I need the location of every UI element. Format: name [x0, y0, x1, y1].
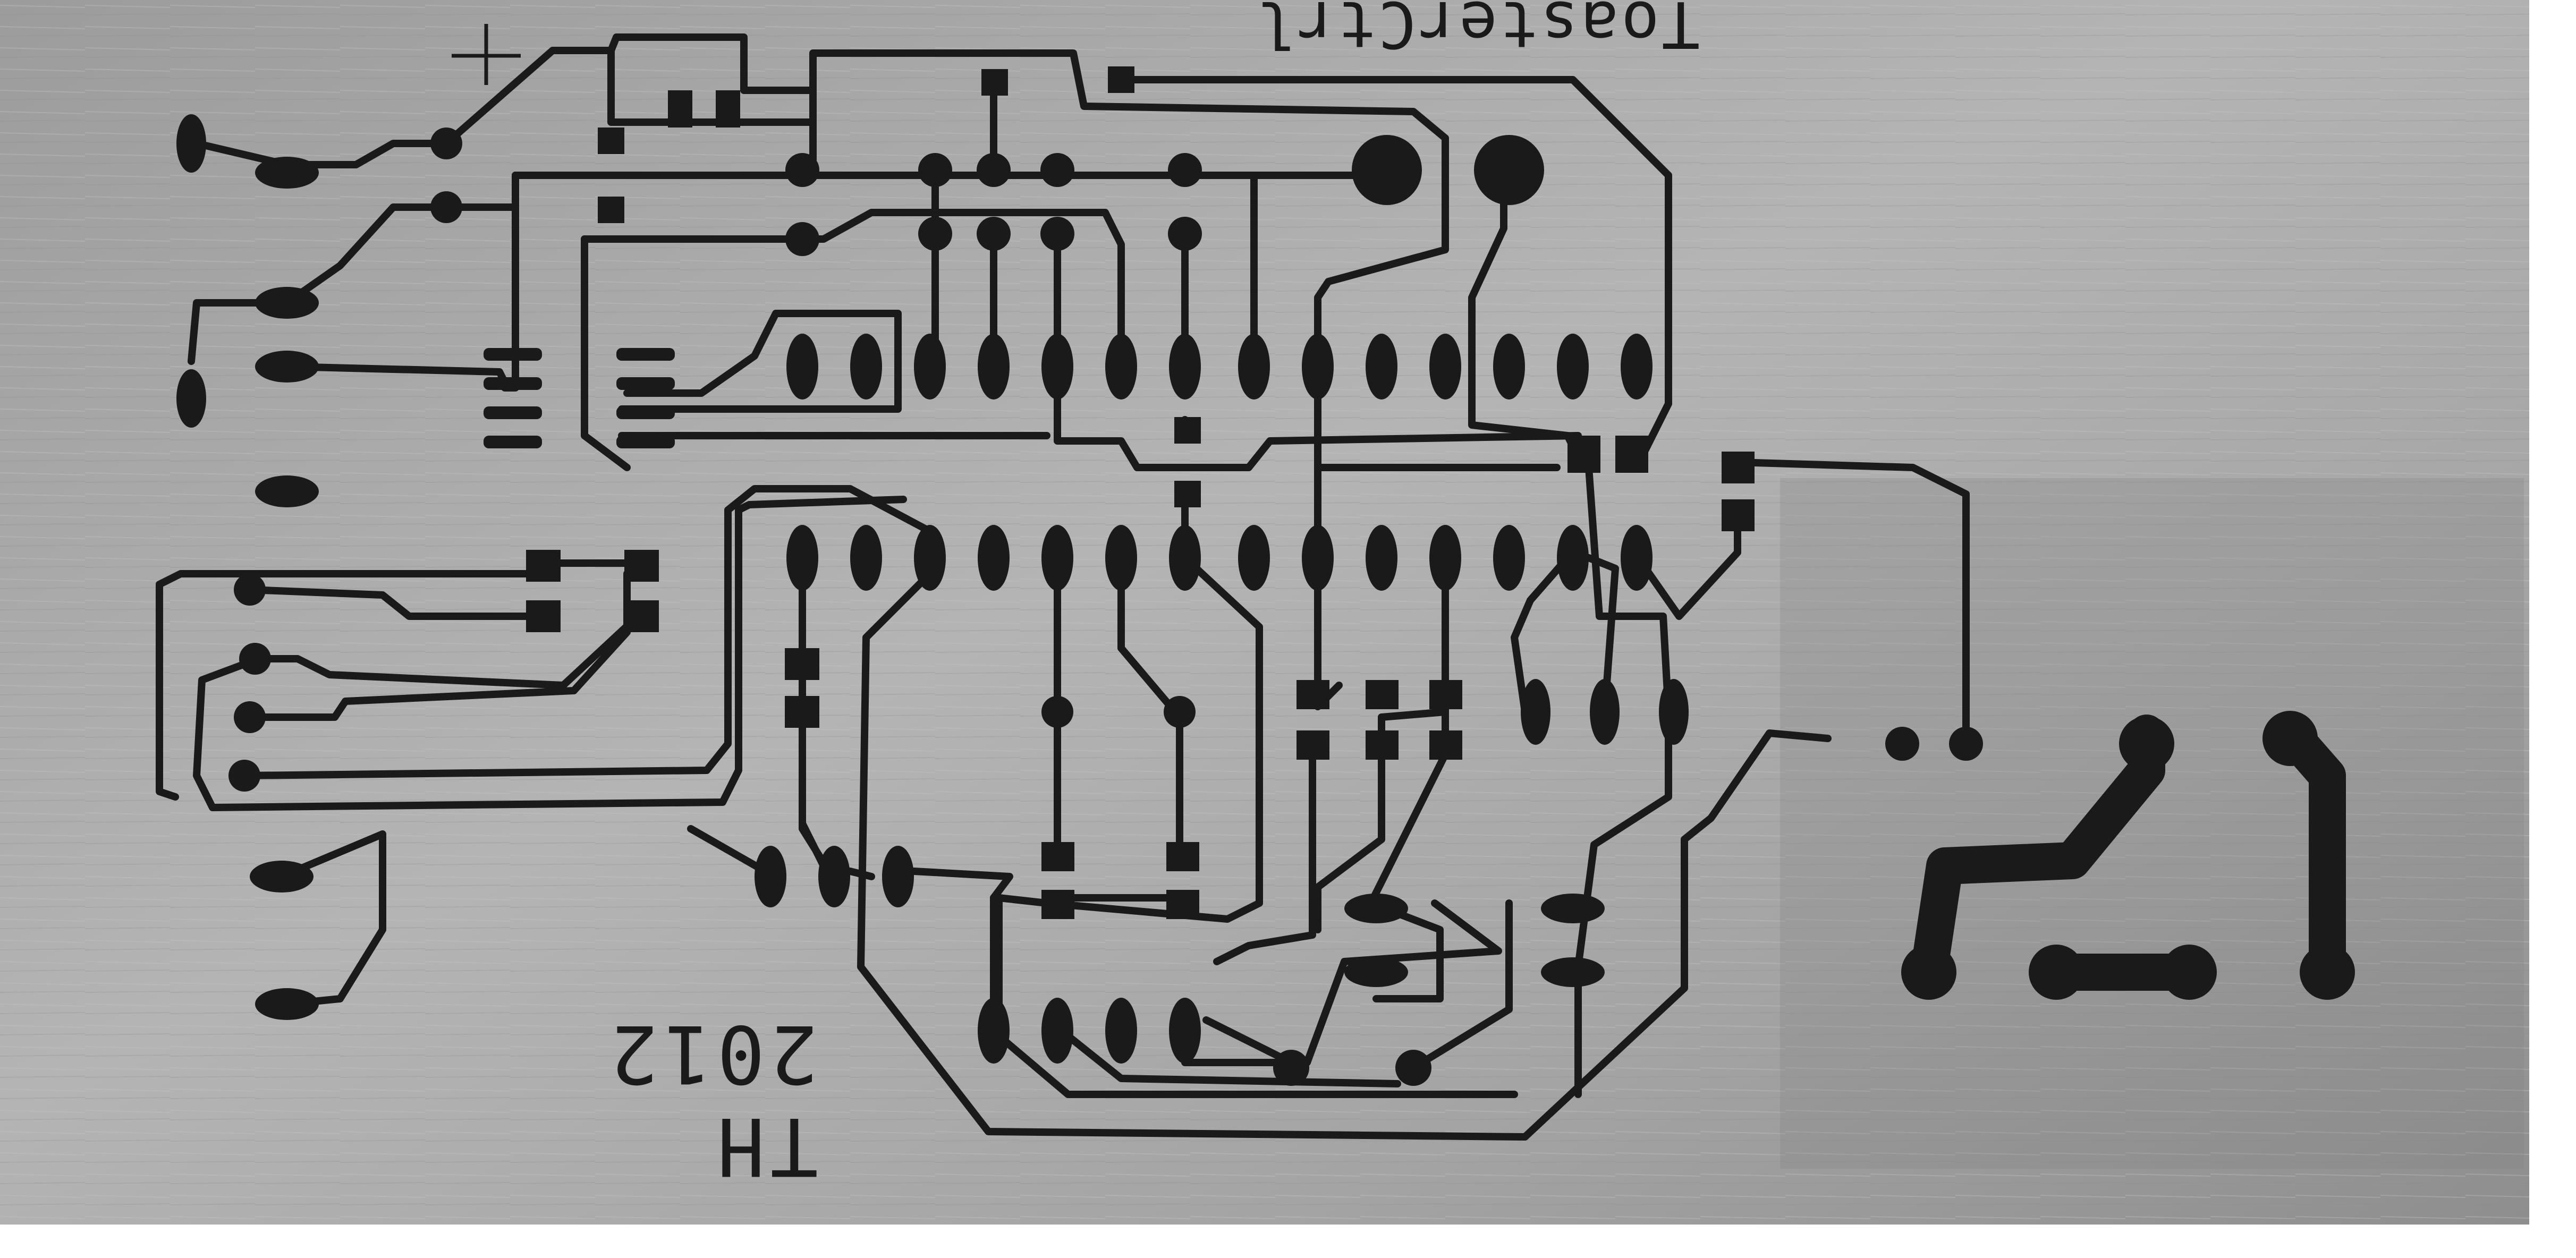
board-dark-patch	[1780, 478, 2524, 1169]
page-background-right	[2529, 0, 2576, 1258]
plus-mark	[452, 24, 521, 85]
page-background-bottom	[0, 1225, 2576, 1258]
pads	[176, 66, 2355, 1086]
board-label-top: ToasterCtrl	[1254, 0, 1700, 61]
traces	[156, 33, 1970, 1141]
board-label-bottom: TH 2012	[605, 1007, 818, 1192]
